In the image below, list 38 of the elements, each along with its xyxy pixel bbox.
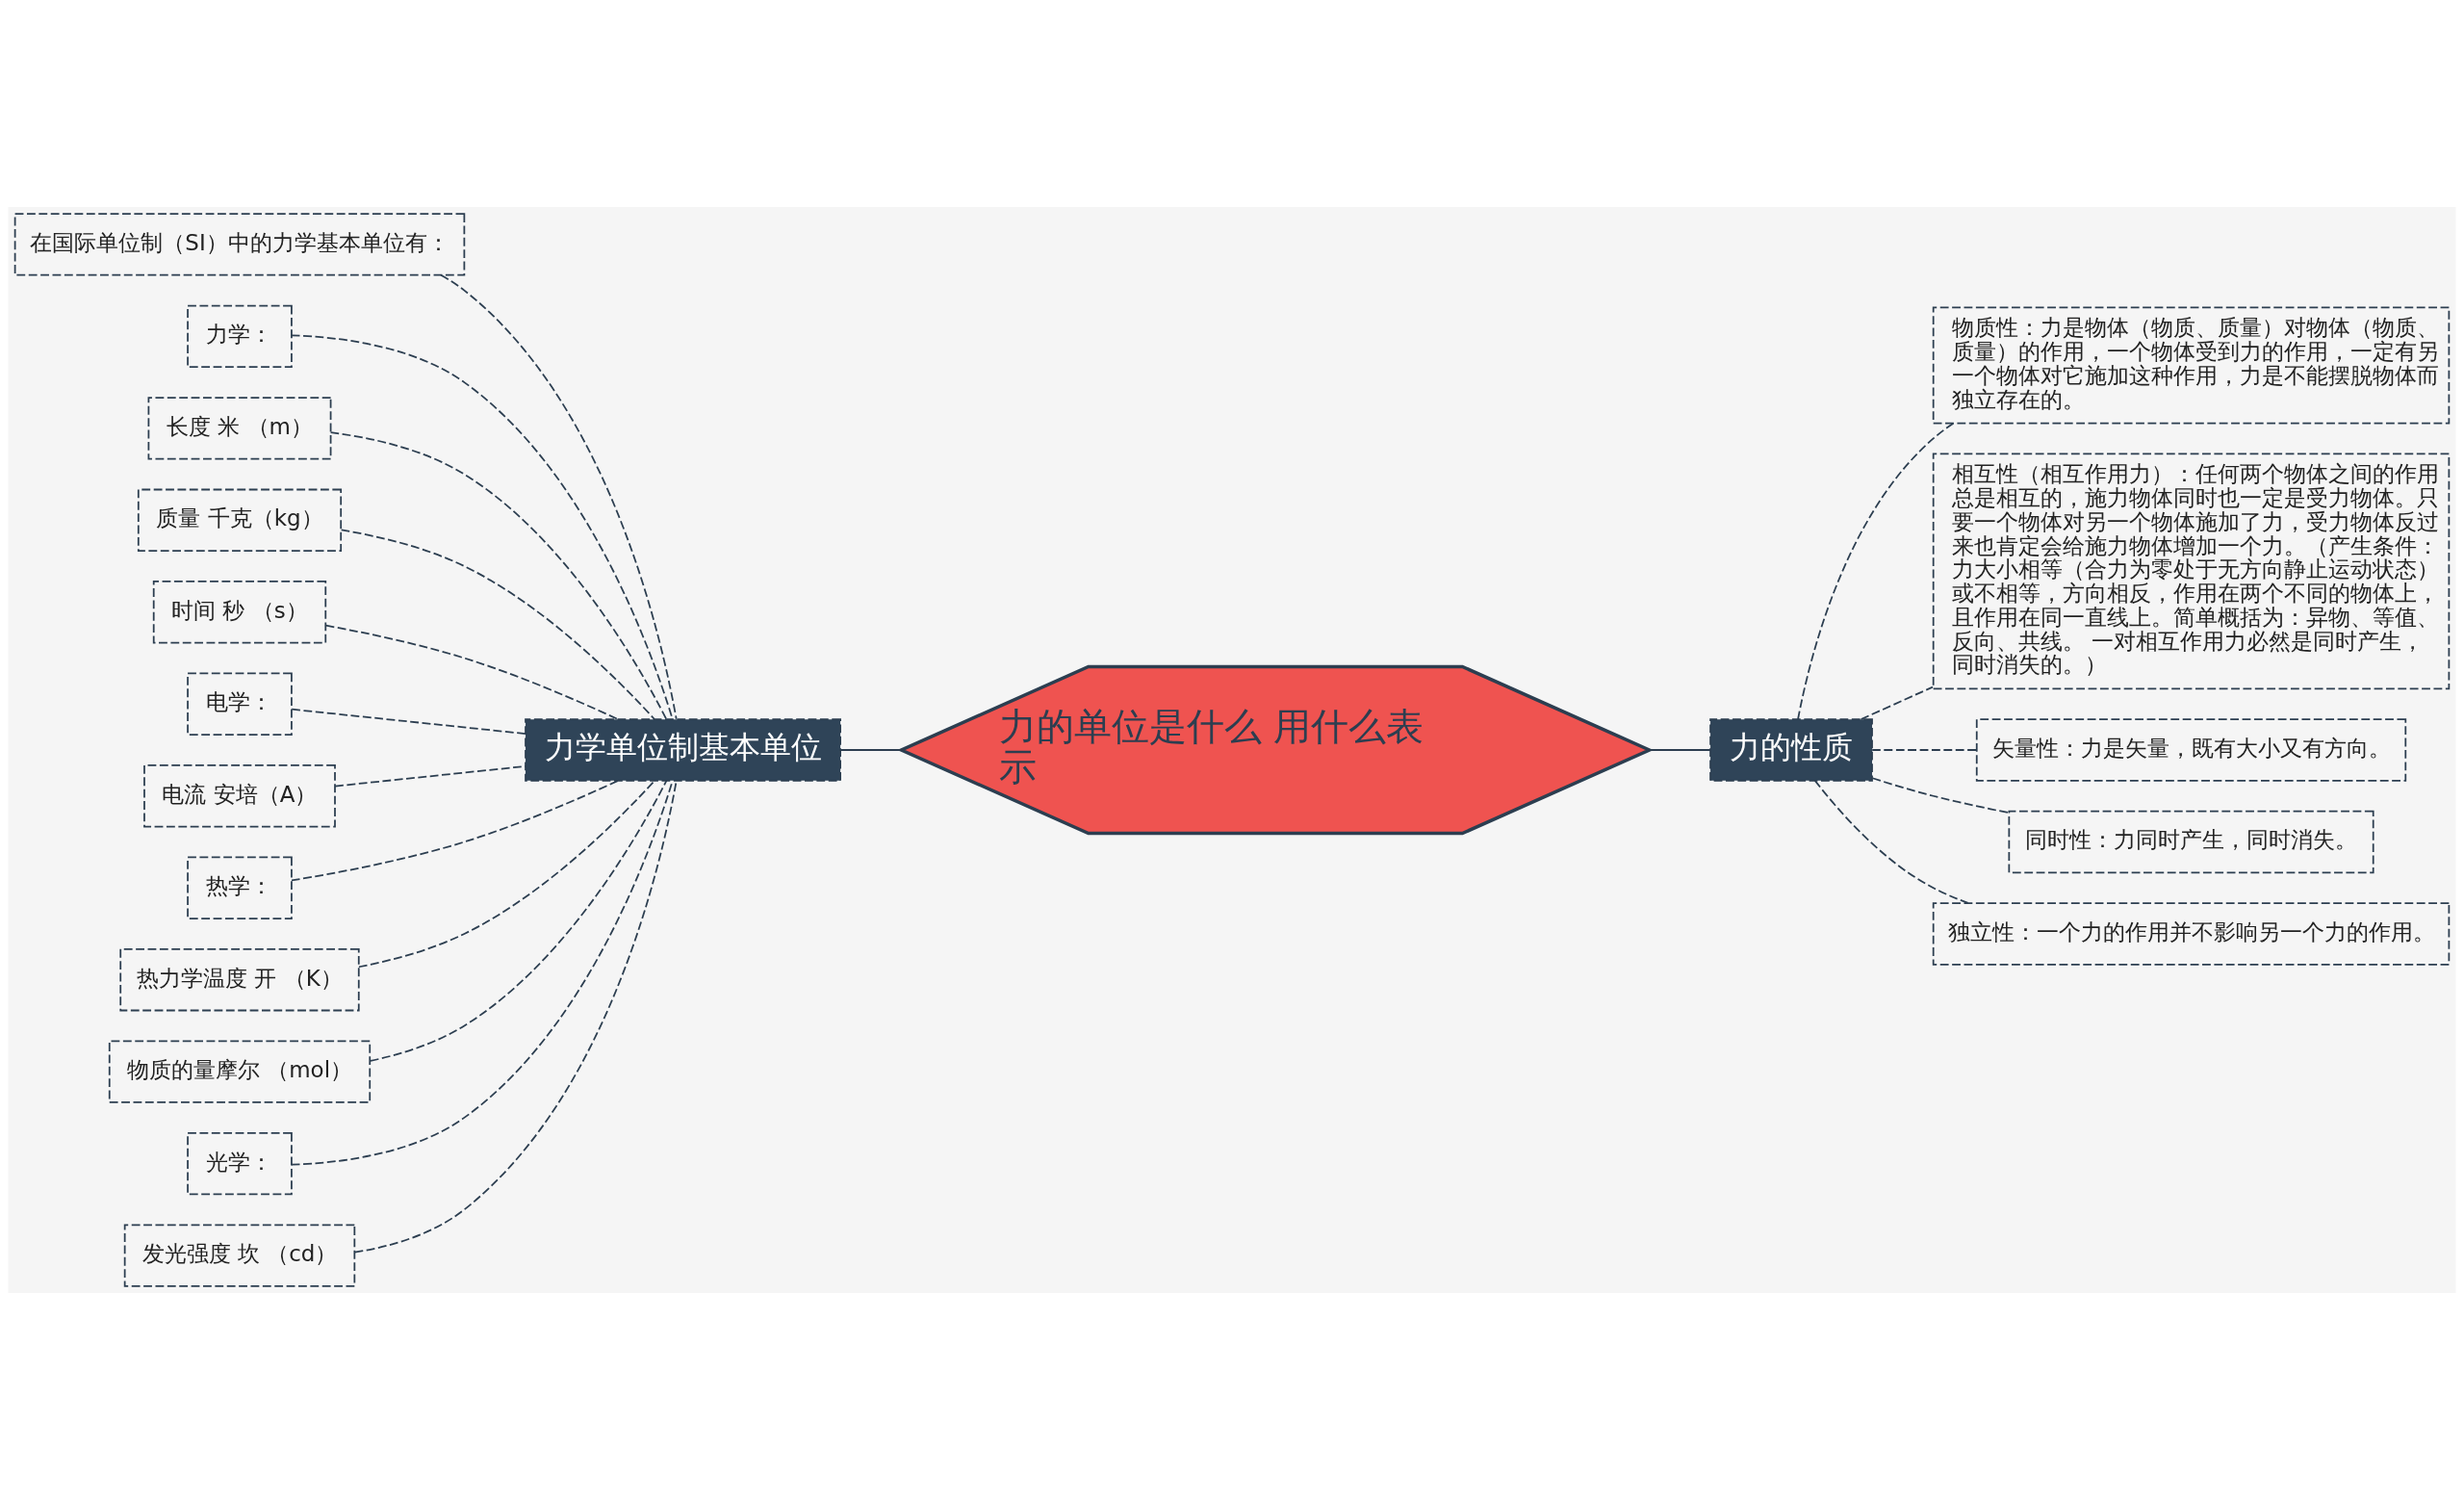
node-box: 相互性（相互作用力）：任何两个物体之间的作用总是相互的，施力物体同时也一定是受力物体。只要一个物体对另一个物体施加了力，受力物体反过来也肯定会给施力物体增加一个力。（产生条件：力大小相等（合力为零处于无方向静止运动状态）或不相等，方向相反，作用在两个不同的物体上，且作用在同一直线上。简单概括为：异物、等值、反向、共线。 一对相互作用力必然是同时产生，同时消失的。） bbox=[1932, 453, 2451, 690]
node-box: 电流 安培（A） bbox=[143, 764, 336, 828]
node-box: 质量 千克（kg） bbox=[137, 488, 343, 553]
connector bbox=[1813, 779, 1969, 904]
connector bbox=[291, 780, 619, 882]
node-box: 力学单位制基本单位 bbox=[525, 718, 841, 782]
node-box: 长度 米 （m） bbox=[147, 397, 332, 460]
connector bbox=[291, 708, 526, 735]
connector bbox=[324, 624, 619, 720]
node-box: 力的性质 bbox=[1709, 718, 1873, 782]
node-box: 光学： bbox=[187, 1131, 293, 1196]
node-box: 力学： bbox=[187, 304, 293, 369]
node-box: 独立性：一个力的作用并不影响另一个力的作用。 bbox=[1932, 902, 2451, 966]
connector bbox=[1871, 777, 2011, 815]
node-box: 同时性：力同时产生，同时消失。 bbox=[2008, 810, 2374, 874]
node-box: 物质性：力是物体（物质、质量）对物体（物质、质量）的作用，一个物体受到力的作用，一定有另一个物体对它施加这种作用，力是不能摆脱物体而独立存在的。 bbox=[1932, 306, 2451, 425]
node-box: 矢量性：力是矢量，既有大小又有方向。 bbox=[1975, 718, 2407, 782]
node-box: 发光强度 坎 （cd） bbox=[123, 1224, 356, 1287]
connector bbox=[353, 780, 678, 1254]
connector bbox=[291, 334, 674, 720]
node-box: 热学： bbox=[187, 856, 293, 919]
connector bbox=[329, 431, 668, 721]
connector bbox=[369, 779, 668, 1062]
node-box: 在国际单位制（SI）中的力学基本单位有： bbox=[13, 213, 466, 276]
connector bbox=[358, 780, 655, 969]
connector bbox=[839, 749, 903, 751]
connector bbox=[340, 529, 655, 720]
connector bbox=[291, 780, 674, 1166]
connector bbox=[1797, 422, 1955, 720]
connector bbox=[440, 273, 678, 720]
connector bbox=[334, 765, 526, 788]
node-box: 电学： bbox=[187, 672, 293, 736]
connector bbox=[1860, 685, 1934, 720]
connector bbox=[1871, 749, 1978, 751]
connector bbox=[1648, 749, 1711, 751]
node-box: 时间 秒 （s） bbox=[152, 581, 327, 644]
node-box: 物质的量摩尔 （mol） bbox=[108, 1040, 372, 1103]
node-box: 热力学温度 开 （K） bbox=[119, 947, 360, 1012]
